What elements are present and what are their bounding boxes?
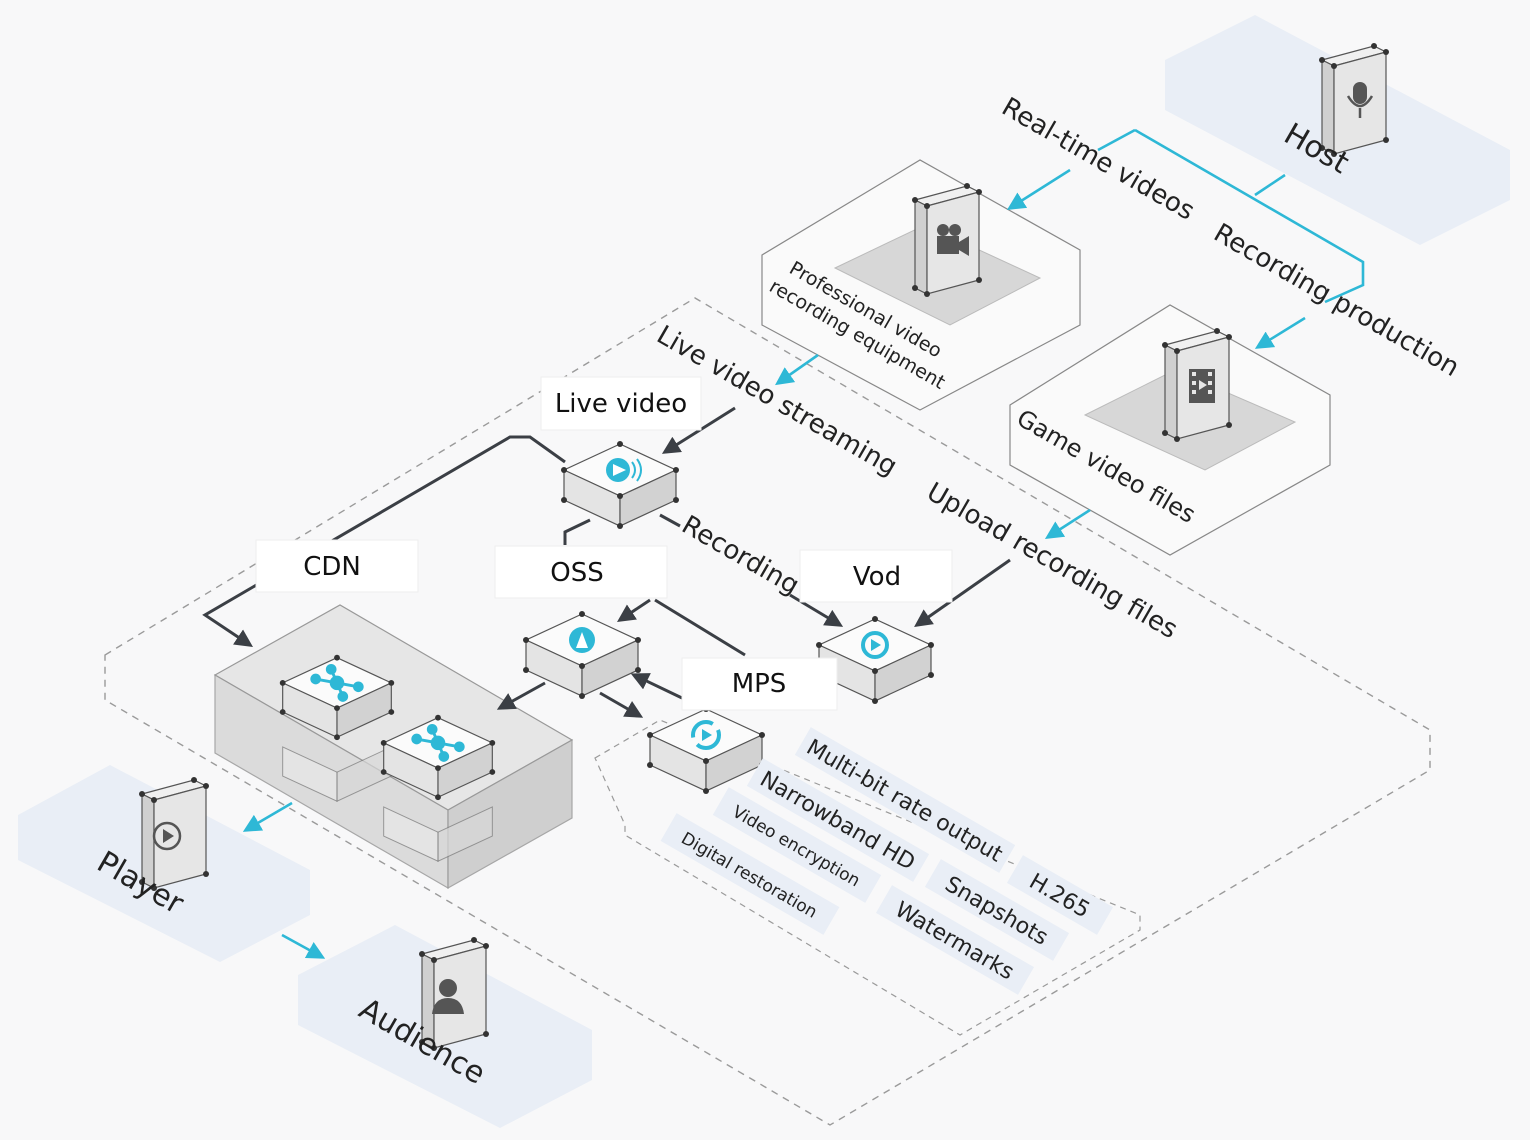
player-device xyxy=(138,776,215,892)
mps-icon xyxy=(691,720,721,750)
vod-icon xyxy=(861,631,889,659)
live-video-label-box: Live video xyxy=(540,376,702,431)
flow-recording: Recording xyxy=(677,510,805,601)
mps-features-boundary xyxy=(594,719,1141,1036)
dark-connectors xyxy=(202,406,1011,718)
vod-node xyxy=(815,615,935,705)
vod-label-box: Vod xyxy=(799,549,953,603)
game-files-device xyxy=(1161,327,1238,443)
live-video-icon xyxy=(606,458,642,482)
cdn-label-box: CDN xyxy=(255,539,419,593)
cdn-node-2 xyxy=(380,714,496,862)
oss-icon xyxy=(569,627,595,653)
cloud-boundary xyxy=(104,297,1431,1126)
live-video-node xyxy=(560,440,680,530)
play-icon xyxy=(152,821,182,851)
flow-realtime: Real-time videos xyxy=(997,92,1200,226)
cdn-node-1 xyxy=(279,654,395,802)
mps-node xyxy=(646,705,766,795)
pro-equipment-device xyxy=(911,182,988,298)
oss-node xyxy=(522,610,642,700)
oss-label: OSS xyxy=(550,558,603,588)
oss-label-box: OSS xyxy=(494,545,668,599)
audience-device xyxy=(418,936,495,1052)
live-video-label: Live video xyxy=(555,389,687,419)
film-icon xyxy=(1189,369,1215,403)
cdn-label: CDN xyxy=(303,552,361,582)
cdn-node-icon xyxy=(310,663,364,702)
video-camera-icon xyxy=(937,224,969,256)
vod-label: Vod xyxy=(853,562,901,592)
mps-label: MPS xyxy=(732,669,787,699)
person-icon xyxy=(432,979,464,1014)
host-device xyxy=(1318,42,1395,158)
cdn-node-icon xyxy=(411,723,465,762)
blue-connectors xyxy=(242,128,1365,959)
mps-label-box: MPS xyxy=(681,657,838,711)
microphone-icon xyxy=(1346,82,1374,118)
